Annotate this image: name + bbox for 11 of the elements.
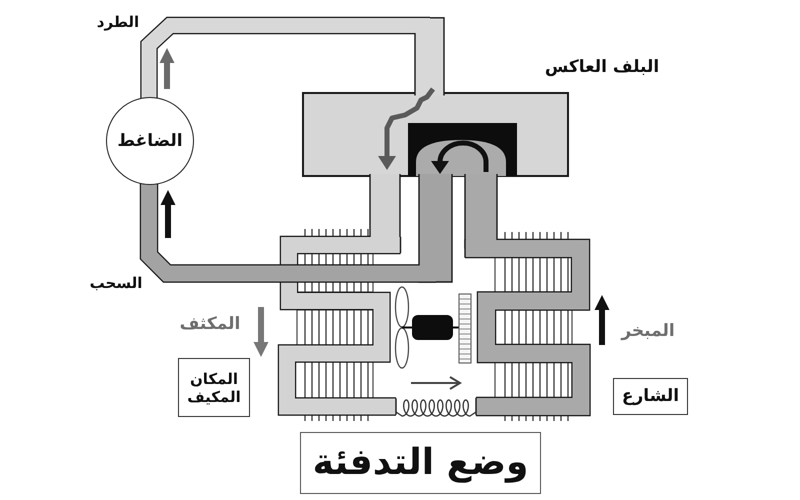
part-label: المبخر (621, 320, 675, 342)
location-label: الشارع (622, 386, 680, 407)
part-label: البلف العاكس (544, 56, 660, 78)
part-label: المكثف (180, 314, 240, 334)
part-label: الطرد (96, 13, 140, 31)
part-label: السحب (90, 274, 142, 292)
location-label: المكان المكيف (186, 370, 242, 406)
diagram-title: وضع التدفئة (312, 441, 528, 485)
compressor-label: الضاغط (117, 130, 183, 152)
location-box (178, 358, 250, 417)
location-box (613, 378, 688, 415)
